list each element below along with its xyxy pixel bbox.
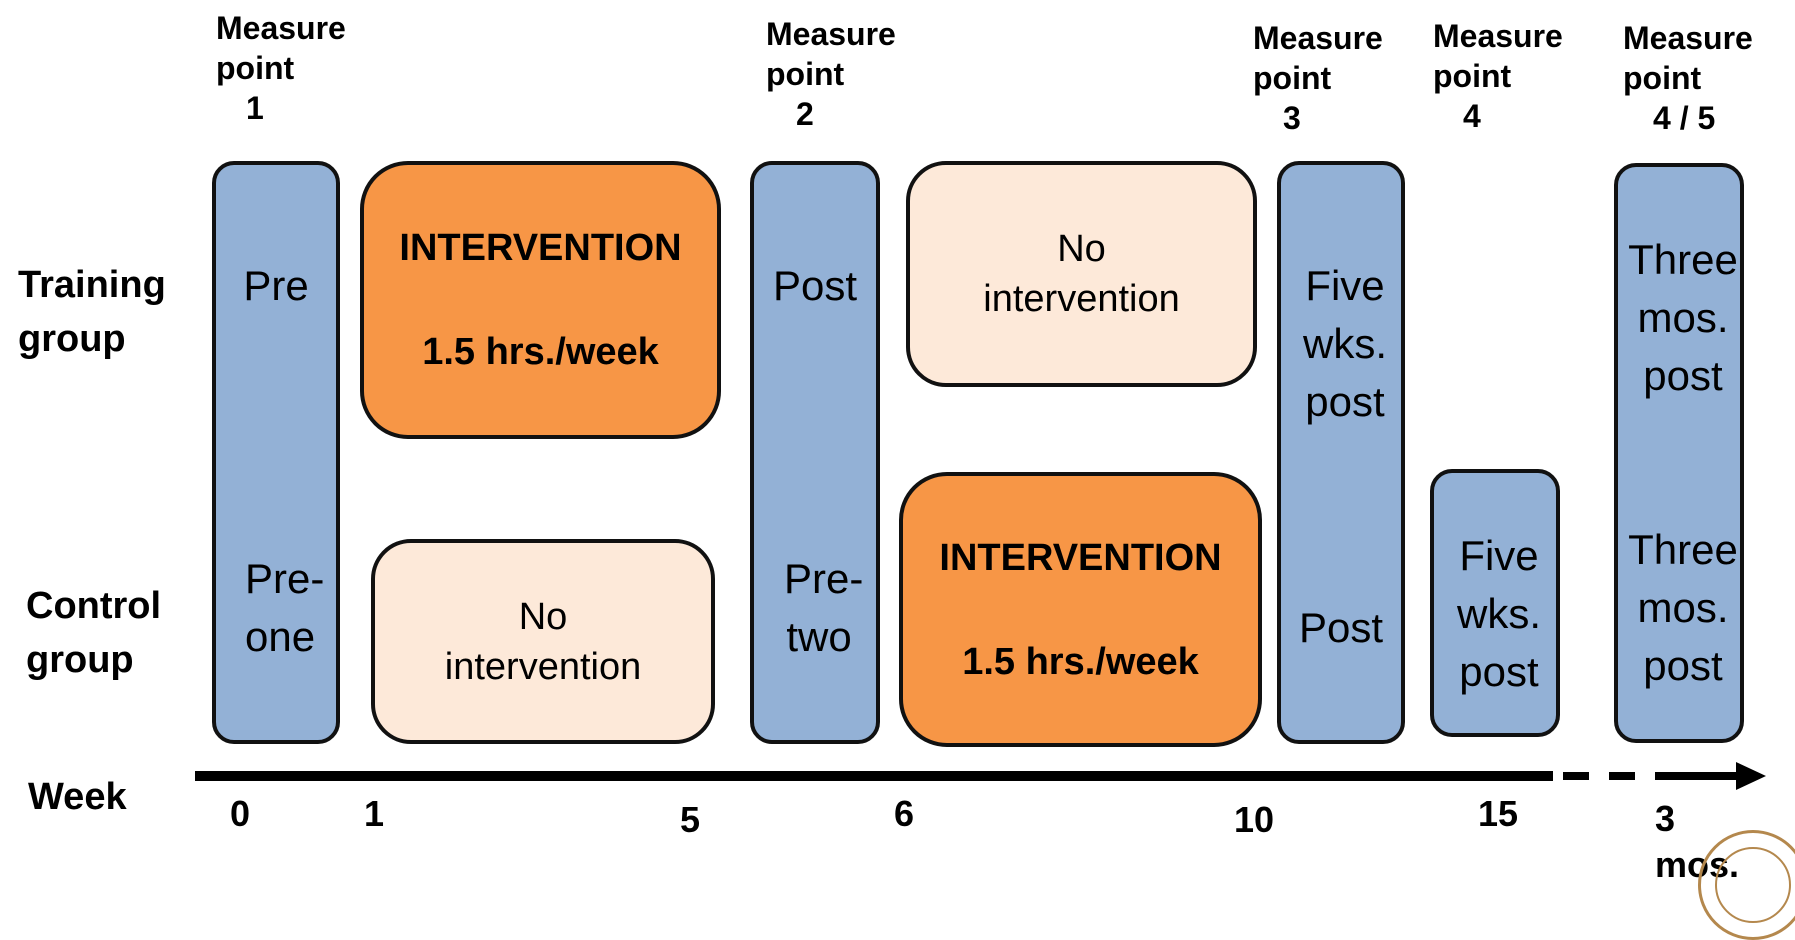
control-no-intervention-box: No intervention (371, 539, 715, 744)
control-intervention-box: INTERVENTION 1.5 hrs./week (899, 472, 1262, 747)
measure-point-number: 1 (246, 90, 264, 126)
measure-point-number: 3 (1283, 100, 1301, 136)
measure-point-number: 2 (796, 96, 814, 132)
measure-point-3: Measure point 3 (1253, 18, 1413, 138)
week-tick-1: 1 (364, 793, 385, 834)
timeline-label: Week (28, 776, 127, 818)
training-intervention-box: INTERVENTION 1.5 hrs./week (360, 161, 721, 439)
measure-point-label: Measure point (216, 10, 346, 86)
week-tick-6: 6 (894, 793, 915, 834)
training-post: Post (772, 262, 858, 309)
row-label-training: Training group (18, 264, 166, 360)
training-five-wks-post: Five wks. post (1303, 262, 1387, 425)
control-post: Post (1298, 604, 1384, 651)
measure-point-label: Measure point (766, 16, 896, 92)
control-five-wks-post: Five wks. post (1457, 532, 1541, 695)
control-pre-two: Pre-two (784, 555, 864, 660)
control-no-intervention: No intervention (444, 595, 642, 688)
measure-point-label: Measure point (1623, 20, 1753, 96)
measure-point-1: Measure point 1 (216, 8, 376, 128)
measure-box-5: Three mos. post Three mos. post (1614, 163, 1744, 743)
row-label-control: Control group (26, 585, 162, 681)
measure-box-3: Five wks. post Post (1277, 161, 1405, 744)
control-intervention-title: INTERVENTION (939, 536, 1222, 579)
measure-point-number: 4 (1463, 98, 1481, 134)
training-intervention-rate: 1.5 hrs./week (422, 331, 659, 373)
measure-box-1: Pre Pre-one (212, 161, 340, 744)
measure-point-4-5: Measure point 4 / 5 (1623, 18, 1783, 138)
training-intervention-title: INTERVENTION (399, 227, 682, 269)
measure-point-2: Measure point 2 (766, 14, 926, 134)
measure-point-number: 4 / 5 (1653, 100, 1716, 136)
control-pre-one: Pre-one (245, 555, 325, 660)
control-intervention-rate: 1.5 hrs./week (962, 640, 1199, 683)
timeline-axis (195, 762, 1766, 790)
week-tick-0: 0 (230, 793, 251, 834)
measure-point-label: Measure point (1253, 20, 1383, 96)
training-no-intervention-box: No intervention (906, 161, 1257, 387)
control-three-mos-post: Three mos. post (1628, 526, 1738, 689)
week-tick-10: 10 (1234, 799, 1275, 840)
measure-box-4: Five wks. post (1430, 469, 1560, 737)
measure-box-2: Post Pre-two (750, 161, 880, 744)
week-tick-5: 5 (680, 799, 701, 840)
training-no-intervention: No intervention (983, 228, 1180, 320)
week-tick-15: 15 (1478, 793, 1519, 834)
measure-point-4: Measure point 4 (1433, 16, 1593, 136)
arrow-head (1736, 762, 1766, 790)
university-seal-icon (1698, 830, 1795, 940)
training-three-mos-post: Three mos. post (1628, 236, 1738, 399)
training-pre: Pre (243, 262, 309, 309)
measure-point-label: Measure point (1433, 18, 1563, 94)
